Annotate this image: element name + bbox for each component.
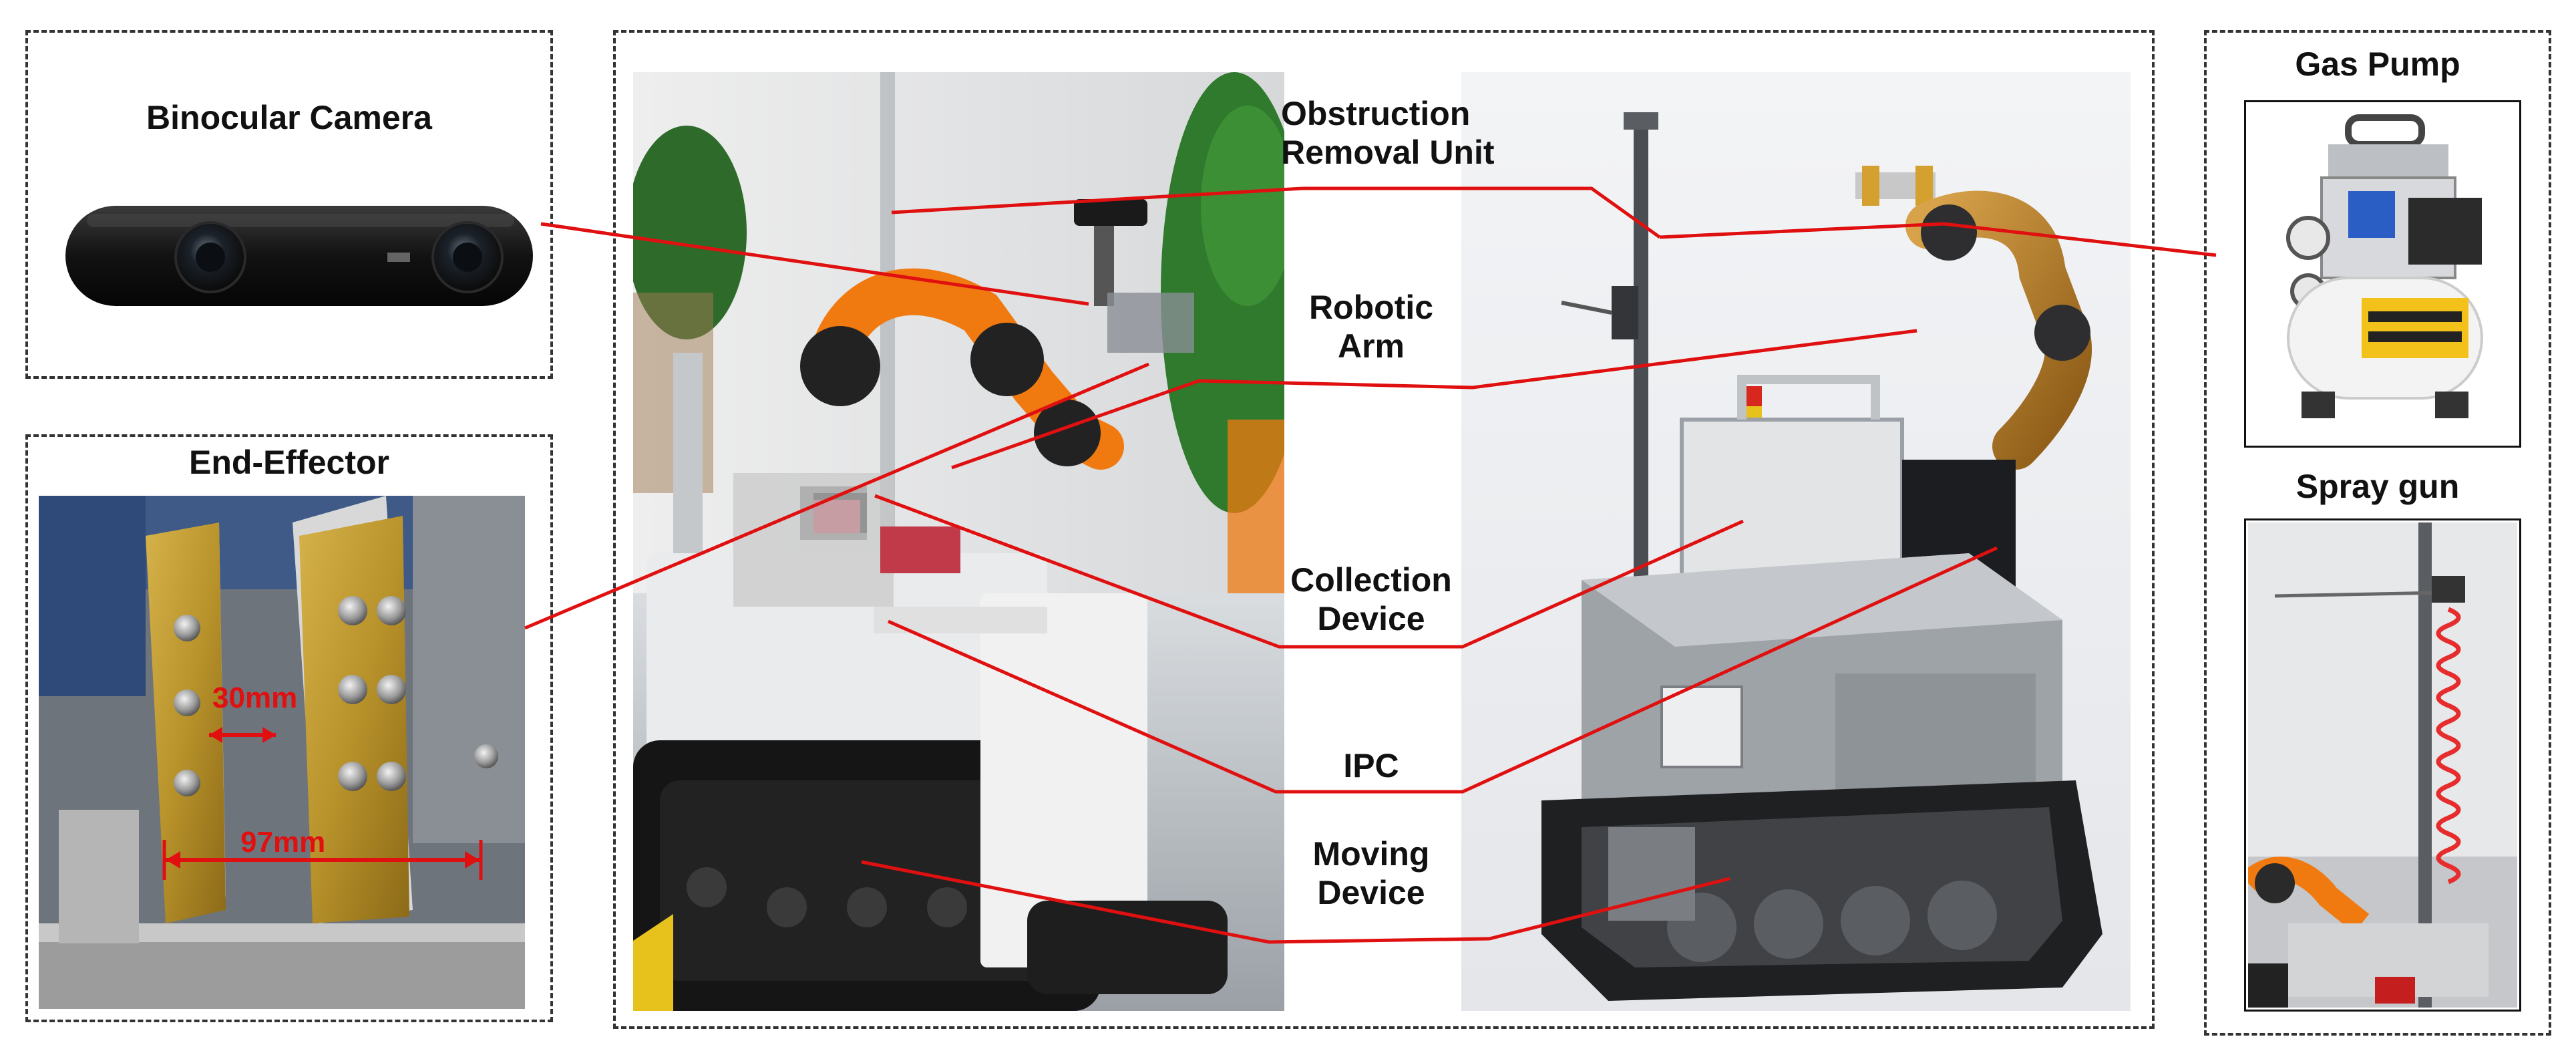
moving-device-label: Moving Device <box>1281 835 1461 912</box>
width-dimension-label: 97mm <box>240 826 326 859</box>
end-effector-panel <box>25 434 553 1022</box>
robotic-label-line1: Robotic <box>1308 289 1434 326</box>
gas-pump-label: Gas Pump <box>2295 45 2460 83</box>
gas-pump-frame <box>2244 100 2521 448</box>
robot-photo <box>633 72 1284 1011</box>
collection-device-label: Collection Device <box>1281 561 1461 638</box>
collection-label-line2: Device <box>1317 599 1425 637</box>
moving-label-line2: Device <box>1317 873 1425 911</box>
obstruction-removal-label: Obstruction Removal Unit <box>1281 95 1495 172</box>
end-effector-label: End-Effector <box>189 444 389 481</box>
gap-dimension-label: 30mm <box>212 681 298 714</box>
binocular-camera-panel <box>25 30 553 379</box>
robot-cad-render <box>1461 72 2131 1011</box>
moving-label-line1: Moving <box>1312 835 1430 873</box>
obstruction-label-line2: Removal Unit <box>1281 133 1495 171</box>
collection-label-line1: Collection <box>1290 561 1452 599</box>
accessories-panel <box>2204 30 2551 1036</box>
ipc-label: IPC <box>1343 747 1399 784</box>
robotic-arm-label: Robotic Arm <box>1281 289 1461 365</box>
spray-gun-label: Spray gun <box>2295 468 2460 505</box>
robotic-label-line2: Arm <box>1337 327 1405 365</box>
binocular-camera-label: Binocular Camera <box>146 99 432 136</box>
spray-gun-frame <box>2244 518 2521 1012</box>
gas-pump-photo <box>2248 104 2517 444</box>
end-effector-photo <box>39 496 525 1009</box>
spray-gun-photo <box>2248 522 2517 1008</box>
obstruction-label-line1: Obstruction <box>1281 95 1471 132</box>
binocular-camera-photo <box>65 206 533 306</box>
